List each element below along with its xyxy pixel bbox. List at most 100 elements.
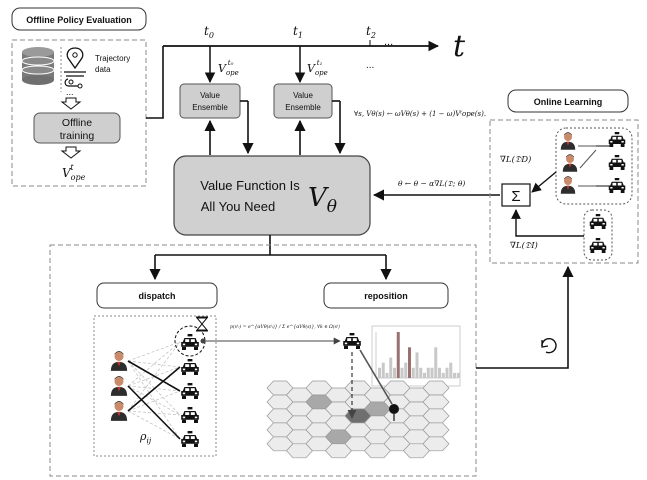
grad-i-label: ∇L(𝔇I) [510,240,538,251]
arrow-down-icon [60,97,82,110]
chart-bar [404,362,408,378]
taxi-icon [181,383,199,399]
dots-label: ... [66,87,74,97]
v-theta-symbol: Vθ [308,183,337,217]
hex-cell [422,436,450,452]
idle-data-group [583,209,613,261]
v-ellipsis: ... [366,60,374,71]
reposition-title: reposition [364,291,408,301]
chart-bar [378,367,381,378]
online-title-box [507,89,629,113]
chart-bar [381,362,385,378]
ensemble-2-line2: Ensemble [285,103,321,112]
chart-bar [453,372,456,378]
grad-d-arrow [531,171,557,193]
taxi-icon [181,407,199,423]
taxi-icon [181,359,199,375]
dispatch-matching-lines [127,341,181,440]
offline-training-box [33,112,121,144]
offline-training-line2: training [60,130,95,142]
execution-dashed-box [49,244,477,477]
chart-bar [400,367,404,378]
value-ensemble-1: Value Ensemble [179,83,241,119]
chart-bar [438,367,441,378]
gradient-update-label: θ ← θ − α∇L(𝔇; θ) [398,179,465,188]
timeline: t t0 t1 t2 ... Vopet₀ Vopet₁ ... [163,24,466,84]
online-dashed-box [489,119,639,264]
chart-bar [441,372,445,378]
trajectory-label-1: Trajectory [95,54,130,63]
update-formula: ∀s, Vθ(s) ← ωVθ(s) + (1 − ω)Vᵗope(s). [354,110,486,118]
reposition-formula: p(vᵗᵢ) = e^{αVθ(sᵗᵢ)} / Σ e^{αVθ(s)}, ∀k… [230,323,340,330]
t1-label: t1 [293,24,303,40]
chart-bar [389,357,393,378]
taxi-icon [589,238,607,253]
central-line2: All You Need [201,199,275,214]
chart-bar [456,372,460,378]
chart-bar [396,332,400,378]
dispatch-title: dispatch [138,291,175,301]
chart-bar [445,367,449,378]
driver-icon [560,176,576,194]
hex-grid-icon [266,380,450,459]
taxi-icon [181,334,199,350]
taxi-icon [608,132,626,147]
chart-bar [423,372,426,378]
grad-i-arrow [511,209,584,237]
online-learning-panel: Online Learning Σ ∇L(𝔇D) ∇L(𝔇I) [489,89,639,264]
driver-icon [562,154,578,172]
grad-d-label: ∇L(𝔇D) [500,154,531,165]
sync-icon [541,338,557,354]
taxi-icon [608,178,626,193]
sum-symbol: Σ [511,188,520,205]
chart-bar [408,347,411,378]
target-pin [389,404,399,414]
taxi-icon [181,431,199,447]
feedback-arrow [476,265,574,369]
assigned-match-line [127,385,181,440]
chart-bar [411,367,415,378]
ensemble-1-line2: Ensemble [192,103,228,112]
taxi-icon [343,333,361,349]
time-axis-label: t [453,29,466,64]
ensemble-2-line1: Value [293,91,313,100]
value-function-box: Value Function Is All You Need Vθ [173,155,371,236]
hourglass-icon [195,316,209,332]
ensemble-1-line1: Value [200,91,220,100]
reposition-path-solid [359,349,393,405]
central-line1: Value Function Is [200,178,300,193]
candidate-match-line [127,360,181,368]
t0-label: t0 [204,24,214,40]
dispatch-data-group [555,127,633,205]
chart-bar [419,367,423,378]
chart-bar [430,367,434,378]
sum-box [501,183,531,207]
database-icon [21,47,55,85]
taxi-icon [608,155,626,170]
chart-bar [449,362,453,378]
driver-icon [110,351,128,371]
dispatch-panel [93,315,217,457]
assigned-match-line [127,366,181,412]
t2-label: t2 [366,24,376,40]
chart-bar [385,372,389,378]
taxi-icon [589,214,607,229]
timeline-ellipsis: ... [384,36,393,48]
chart-bar [415,352,419,378]
ope-to-timeline-line [146,46,164,119]
offline-training-line1: Offline [62,117,92,129]
map-pin-icon [64,47,86,89]
candidate-match-line [127,341,181,362]
dispatch-title-box [96,282,218,309]
v-ope-t0-label: Vopet₀ [218,59,239,77]
candidate-match-line [127,390,181,412]
v-ope-t1-label: Vopet₁ [307,59,328,77]
ope-panel: Offline Policy Evaluation Trajectory dat… [11,7,147,187]
assigned-match-line [127,360,181,392]
ope-dashed-box [11,39,147,187]
driver-icon [560,132,576,150]
chart-bar [426,367,430,378]
rho-label: ρij [139,430,152,445]
value-ensemble-2: Value Ensemble [273,83,333,119]
